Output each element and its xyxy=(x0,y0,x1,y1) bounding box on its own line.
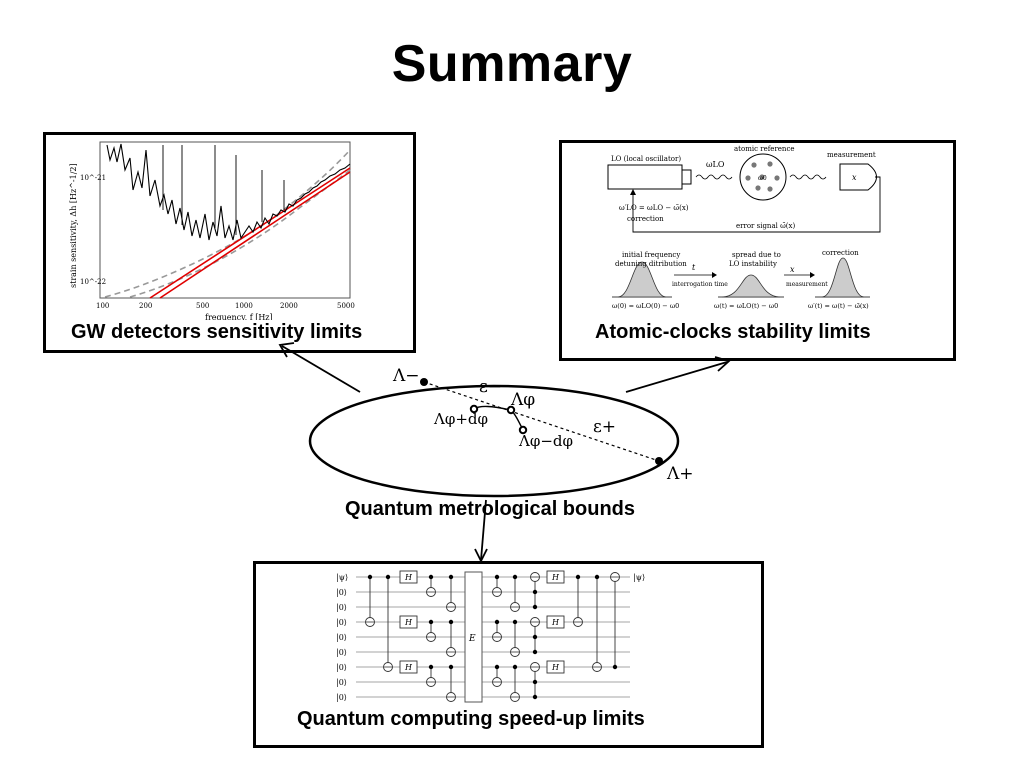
gw-x-tick-4: 1000 xyxy=(235,302,253,310)
lo-label: LO (local oscillator) xyxy=(611,155,681,163)
spread-line-1: spread due to xyxy=(732,251,781,259)
circuit-caption: Quantum computing speed-up limits xyxy=(297,708,645,730)
t-symbol: t xyxy=(692,263,696,272)
gate-h-1: H xyxy=(404,573,413,582)
gw-y-tick-2: 10^-22 xyxy=(80,278,106,286)
metrology-caption: Quantum metrological bounds xyxy=(345,498,636,520)
omega-formula-c: ω′(t) = ω(t) − ω̃(x) xyxy=(808,301,869,310)
lambda-phi-minus: Λφ−dφ xyxy=(518,432,573,450)
page-title: Summary xyxy=(391,35,633,93)
lambda-plus: Λ+ xyxy=(666,464,694,484)
omega-formula-a: ω(0) = ωLO(0) − ω0 xyxy=(612,302,679,310)
input-label-0: |ψ⟩ xyxy=(336,573,348,582)
input-label-3: |0⟩ xyxy=(336,618,347,627)
output-label: |ψ⟩ xyxy=(633,573,645,582)
eps-plus: ε+ xyxy=(593,417,616,437)
spread-line-2: LO instability xyxy=(729,260,777,268)
atomic-reference-label: atomic reference xyxy=(734,145,795,153)
gw-x-tick-3: 500 xyxy=(196,302,209,310)
error-signal: error signal ω̃(x) xyxy=(736,221,795,230)
gate-h-2: H xyxy=(404,618,413,627)
initial-frequency: initial frequency xyxy=(622,251,680,259)
measurement-label-2: measurement xyxy=(786,281,828,288)
gate-e: E xyxy=(468,634,476,644)
measurement-label: measurement xyxy=(827,151,876,159)
interrogation-time: interrogation time xyxy=(672,281,728,288)
gate-h-5: H xyxy=(551,618,560,627)
x-symbol: x xyxy=(852,173,857,182)
gw-x-label: frequency, f [Hz] xyxy=(205,313,273,322)
input-label-2: |0⟩ xyxy=(336,603,347,612)
gate-h-6: H xyxy=(551,663,560,672)
lambda-phi-plus: Λφ+dφ xyxy=(433,410,488,428)
gw-x-tick-5: 2000 xyxy=(280,302,298,310)
input-label-1: |0⟩ xyxy=(336,588,347,597)
circuit-panel xyxy=(253,561,764,748)
omega-formula-b: ω(t) = ωLO(t) − ω0 xyxy=(714,302,778,310)
gw-y-label: strain sensitivity, Δh [Hz^-1/2] xyxy=(69,163,78,288)
omega0-label: ω0 xyxy=(758,175,767,182)
gw-x-tick-2: 200 xyxy=(139,302,152,310)
gw-x-tick-6: 5000 xyxy=(337,302,355,310)
clock-caption: Atomic-clocks stability limits xyxy=(595,321,871,343)
gw-caption: GW detectors sensitivity limits xyxy=(71,321,363,343)
lambda-phi: Λφ xyxy=(510,390,535,410)
gw-y-tick-1: 10^-21 xyxy=(80,174,106,182)
input-label-4: |0⟩ xyxy=(336,633,347,642)
gate-h-4: H xyxy=(551,573,560,582)
input-label-5: |0⟩ xyxy=(336,648,347,657)
correction-formula: ω′LO = ωLO − ω̃(x) xyxy=(619,203,689,212)
correction-label-2: correction xyxy=(822,249,859,257)
input-label-6: |0⟩ xyxy=(336,663,347,672)
lambda-minus: Λ− xyxy=(392,366,420,386)
gw-x-tick-1: 100 xyxy=(96,302,109,310)
eps-minus: ε− xyxy=(479,377,502,397)
x-symbol-2: x xyxy=(790,265,795,274)
gate-h-3: H xyxy=(404,663,413,672)
correction-word: correction xyxy=(627,215,664,223)
input-label-8: |0⟩ xyxy=(336,693,347,702)
detuning-distribution: detuning ditribution xyxy=(615,260,687,268)
input-label-7: |0⟩ xyxy=(336,678,347,687)
omega-lo: ωLO xyxy=(706,160,725,169)
